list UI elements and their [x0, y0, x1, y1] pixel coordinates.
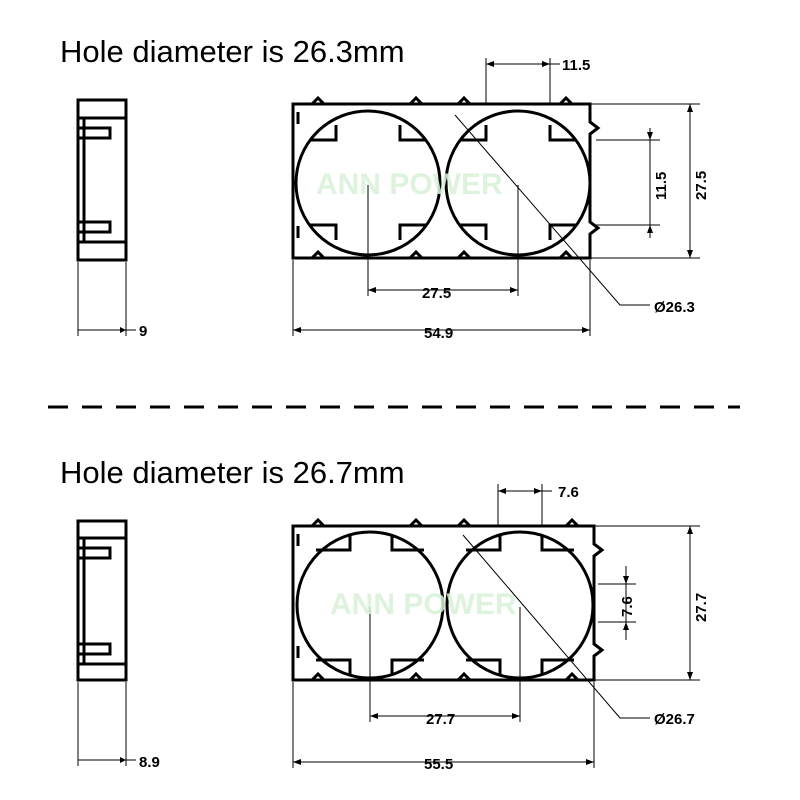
section-2: Hole diameter is 26.7mm 8.9: [60, 455, 710, 773]
section-2-overall-width-label: 55.5: [424, 756, 453, 773]
section-1-front-view: ANN POWER 27.5 54.9 11.5 11.5 27.5 Ø26.3: [291, 57, 710, 342]
section-1-side-view: 9: [76, 98, 147, 340]
section-1: Hole diameter is 26.3mm 9 AN: [60, 34, 710, 342]
section-1-side-width-label: 9: [139, 323, 147, 340]
section-1-title: Hole diameter is 26.3mm: [60, 34, 405, 69]
section-2-front-view: ANN POWER 27.7 55.5 7.6 7.6 27.7 Ø26.7: [291, 484, 710, 773]
section-1-center-spacing-label: 27.5: [422, 285, 451, 302]
section-1-top-tab-label: 11.5: [562, 57, 590, 74]
section-1-overall-height-label: 27.5: [693, 171, 710, 200]
section-2-watermark: ANN POWER: [330, 588, 517, 621]
section-2-overall-height-label: 27.7: [693, 593, 710, 622]
section-1-hole-diameter-label: Ø26.3: [654, 299, 695, 316]
section-2-side-view: 8.9: [76, 519, 160, 771]
section-2-hole-diameter-label: Ø26.7: [654, 711, 695, 728]
section-2-side-width-label: 8.9: [139, 754, 160, 771]
section-2-top-tab-label: 7.6: [558, 484, 579, 501]
section-1-side-tab-label: 11.5: [653, 172, 670, 200]
section-2-title: Hole diameter is 26.7mm: [60, 455, 405, 490]
section-1-watermark: ANN POWER: [316, 168, 503, 201]
section-2-center-spacing-label: 27.7: [426, 711, 455, 728]
section-2-side-tab-label: 7.6: [619, 596, 636, 617]
section-1-overall-width-label: 54.9: [424, 325, 453, 342]
